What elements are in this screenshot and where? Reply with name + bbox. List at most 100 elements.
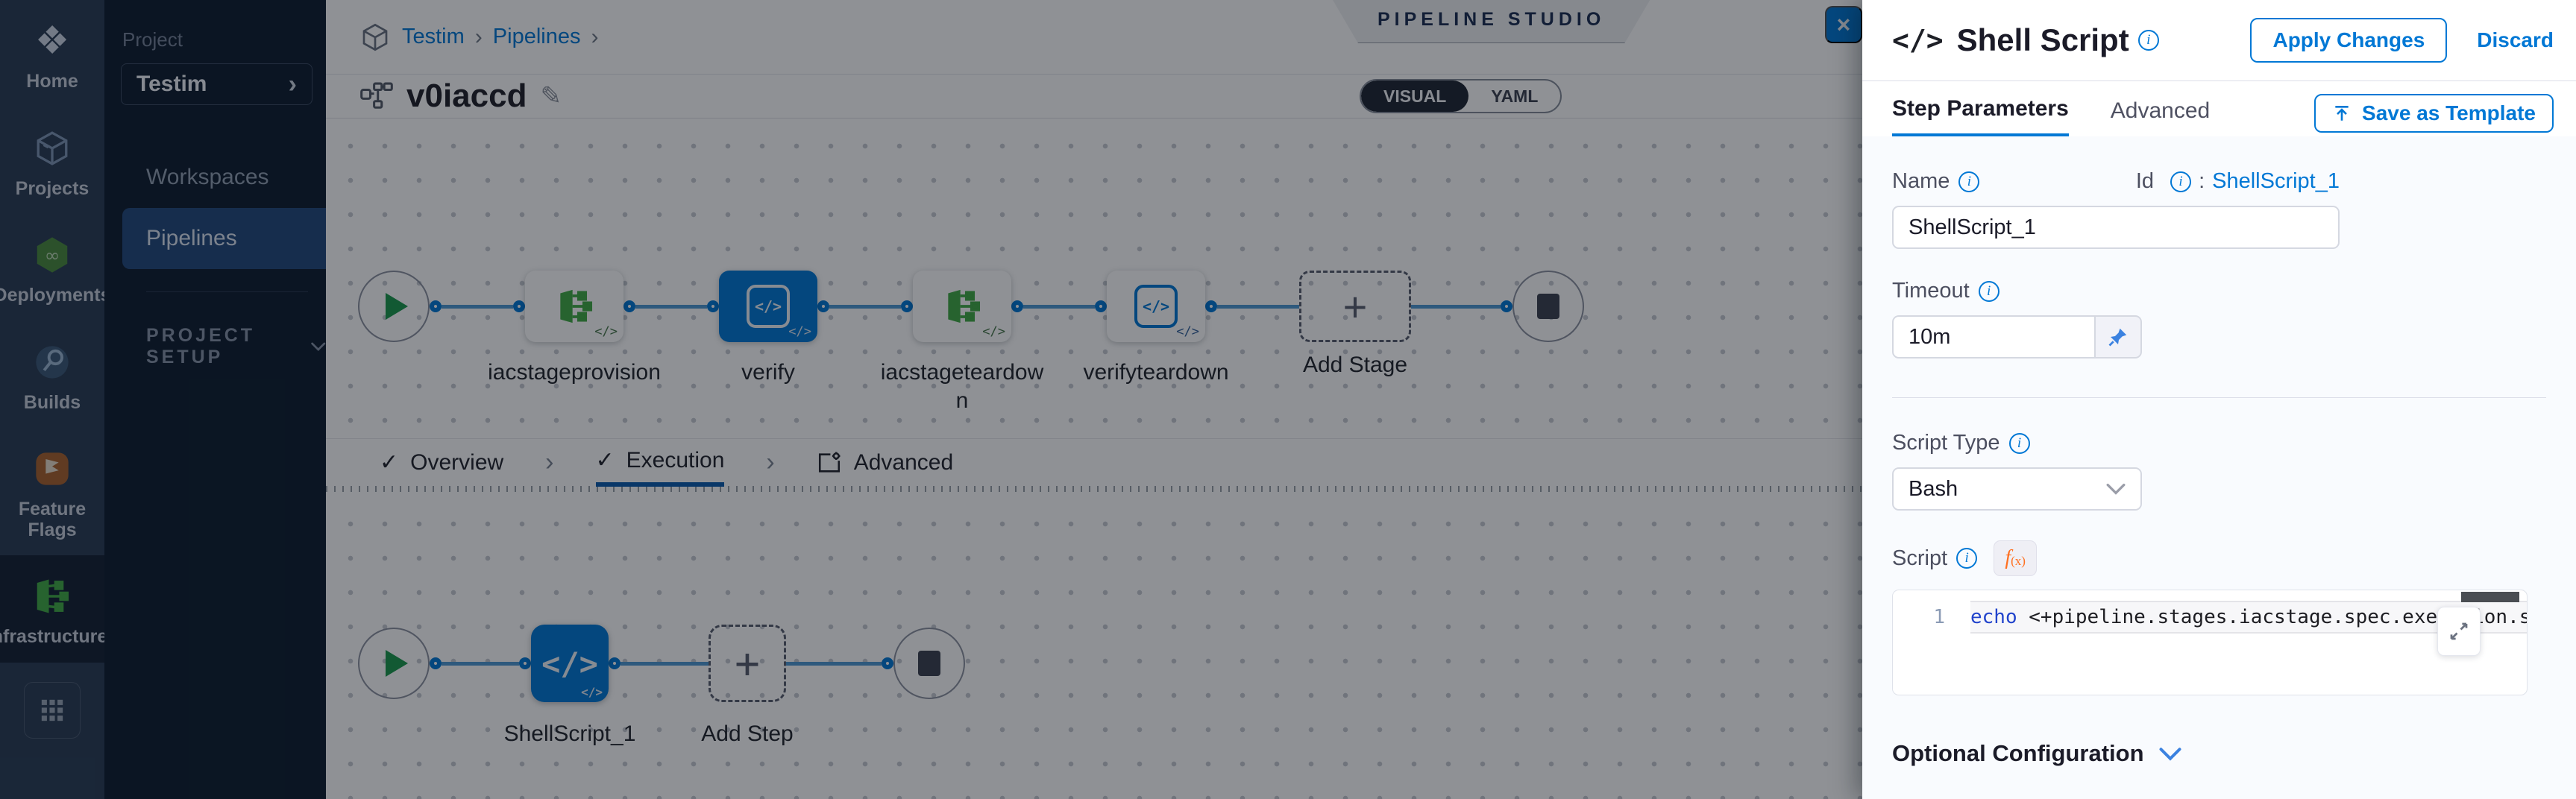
- module-picker-button[interactable]: [24, 681, 81, 739]
- id-value[interactable]: ShellScript_1: [2212, 169, 2340, 193]
- chevron-down-icon: [2159, 747, 2181, 761]
- link-port: [901, 300, 913, 312]
- stop-icon: [1537, 294, 1559, 319]
- chevron-down-icon: [2106, 483, 2126, 495]
- drawer-close-button[interactable]: ×: [1825, 6, 1862, 43]
- apply-changes-button[interactable]: Apply Changes: [2250, 18, 2448, 63]
- svg-text:∞: ∞: [45, 244, 60, 266]
- sidebar-item-pipelines[interactable]: Pipelines: [122, 208, 326, 269]
- optional-configuration-toggle[interactable]: Optional Configuration: [1892, 740, 2546, 767]
- nav-builds[interactable]: Builds: [0, 321, 104, 429]
- stage-node-iacstageprovision[interactable]: </> iacstageprovision: [488, 271, 661, 385]
- nav-projects[interactable]: Projects: [0, 107, 104, 215]
- visual-yaml-toggle: VISUAL YAML: [1360, 79, 1562, 113]
- tab-overview-label: Overview: [410, 449, 504, 475]
- infrastructure-stage-icon: [948, 289, 981, 323]
- info-icon[interactable]: i: [1958, 171, 1980, 192]
- nav-feature-flags[interactable]: Feature Flags: [0, 428, 104, 555]
- add-step-node[interactable]: + Add Step: [701, 625, 794, 746]
- step-id-line: Id i : ShellScript_1: [2136, 169, 2340, 194]
- optional-configuration-label: Optional Configuration: [1892, 740, 2144, 766]
- nav-projects-label: Projects: [15, 177, 89, 199]
- add-step-label: Add Step: [701, 721, 794, 746]
- info-icon[interactable]: i: [1978, 280, 1999, 302]
- edit-pencil-icon[interactable]: ✎: [540, 82, 562, 110]
- pipeline-name: v0iaccd: [406, 78, 527, 114]
- discard-button[interactable]: Discard: [2477, 28, 2554, 51]
- tab-advanced[interactable]: Advanced: [817, 439, 953, 487]
- drawer-header-divider: [1862, 80, 2576, 81]
- pipeline-end-node[interactable]: [1512, 271, 1584, 342]
- script-type-select[interactable]: Bash: [1892, 467, 2142, 511]
- shell-script-icon: </>: [1892, 24, 1944, 57]
- tab-overview[interactable]: ✓ Overview: [380, 439, 503, 487]
- stage-node-verifyteardown[interactable]: </> </> verifyteardown: [1083, 271, 1229, 385]
- infrastructure-stage-icon: [560, 289, 593, 323]
- stage-node-iacstageteardown[interactable]: </> iacstageteardown: [881, 271, 1043, 413]
- nav-infrastructures[interactable]: Infrastructures: [0, 555, 118, 663]
- link-port: [1501, 300, 1512, 312]
- breadcrumb-bar: Testim › Pipelines › PIPELINE STUDIO: [326, 0, 2576, 75]
- nav-infrastructures-label: Infrastructures: [0, 626, 119, 647]
- breadcrumb-separator: ›: [591, 24, 599, 49]
- add-stage-node[interactable]: + Add Stage: [1299, 271, 1411, 377]
- custom-stage-icon: </>: [747, 285, 790, 328]
- stop-icon: [918, 651, 940, 676]
- script-code-editor[interactable]: 1 echo <+pipeline.stages.iacstage.spec.e…: [1892, 590, 2528, 695]
- link-line: [1411, 304, 1501, 309]
- breadcrumb: Testim › Pipelines ›: [402, 25, 598, 50]
- drawer-header: </> Shell Script i Apply Changes Discard: [1862, 0, 2576, 80]
- stage-label: verify: [741, 360, 795, 385]
- script-type-value: Bash: [1909, 476, 1958, 501]
- sidebar-item-workspaces[interactable]: Workspaces: [146, 165, 269, 189]
- nav-deployments[interactable]: ∞ Deployments: [0, 214, 111, 321]
- play-icon: [386, 650, 408, 677]
- execution-start-node[interactable]: [358, 628, 430, 699]
- stage-node-verify[interactable]: </> </> verify: [719, 271, 817, 385]
- project-selector[interactable]: Testim ›: [121, 63, 312, 105]
- pipeline-graph-icon: [360, 82, 393, 109]
- section-divider: [1892, 397, 2546, 398]
- stage-label: verifyteardown: [1083, 360, 1229, 385]
- info-icon[interactable]: i: [2137, 30, 2159, 51]
- step-node-shellscript[interactable]: </> </> ShellScript_1: [504, 625, 635, 746]
- breadcrumb-link-pipelines[interactable]: Pipelines: [492, 25, 581, 48]
- breadcrumb-link-testim[interactable]: Testim: [402, 25, 465, 48]
- nav-home[interactable]: ❖ Home: [0, 0, 104, 107]
- infrastructure-icon: [31, 575, 74, 618]
- drawer-title: Shell Script: [1956, 22, 2129, 57]
- timeout-field-label: Timeout i: [1892, 279, 2546, 303]
- info-icon[interactable]: i: [2170, 171, 2192, 192]
- chevron-right-icon: ›: [288, 69, 297, 98]
- timeout-pin-button[interactable]: [2096, 315, 2142, 359]
- link-port: [430, 657, 442, 669]
- toggle-yaml[interactable]: YAML: [1491, 86, 1539, 106]
- name-input[interactable]: [1892, 206, 2340, 249]
- script-field-label: Script i f(x): [1892, 540, 2546, 576]
- editor-expand-button[interactable]: [2437, 607, 2481, 656]
- tab-step-parameters[interactable]: Step Parameters: [1892, 96, 2069, 138]
- execution-end-node[interactable]: [893, 628, 965, 699]
- nav-deployments-label: Deployments: [0, 285, 111, 306]
- editor-minimap-bar[interactable]: [2461, 592, 2519, 602]
- pipeline-title-row: v0iaccd ✎ VISUAL YAML: [326, 75, 2576, 118]
- tab-step-advanced[interactable]: Advanced: [2110, 98, 2211, 123]
- pipeline-start-node[interactable]: [358, 271, 430, 342]
- advanced-gear-icon: [818, 452, 841, 473]
- deployments-icon: ∞: [31, 233, 74, 277]
- timeout-input[interactable]: [1892, 315, 2096, 359]
- save-as-template-button[interactable]: Save as Template: [2314, 94, 2554, 133]
- tab-execution[interactable]: ✓ Execution: [595, 439, 725, 487]
- info-icon[interactable]: i: [1956, 548, 1978, 569]
- link-line: [829, 304, 901, 309]
- canvas-dim-overlay: [0, 0, 1862, 799]
- project-setup-toggle[interactable]: PROJECT SETUP: [146, 325, 326, 368]
- toggle-visual[interactable]: VISUAL: [1361, 80, 1469, 112]
- link-port: [513, 300, 525, 312]
- link-line: [1023, 304, 1095, 309]
- cube-icon: [31, 127, 74, 170]
- plus-icon: +: [1342, 282, 1368, 330]
- code-badge: </>: [982, 324, 1005, 339]
- expression-fx-button[interactable]: f(x): [1994, 540, 2038, 576]
- info-icon[interactable]: i: [2008, 432, 2030, 454]
